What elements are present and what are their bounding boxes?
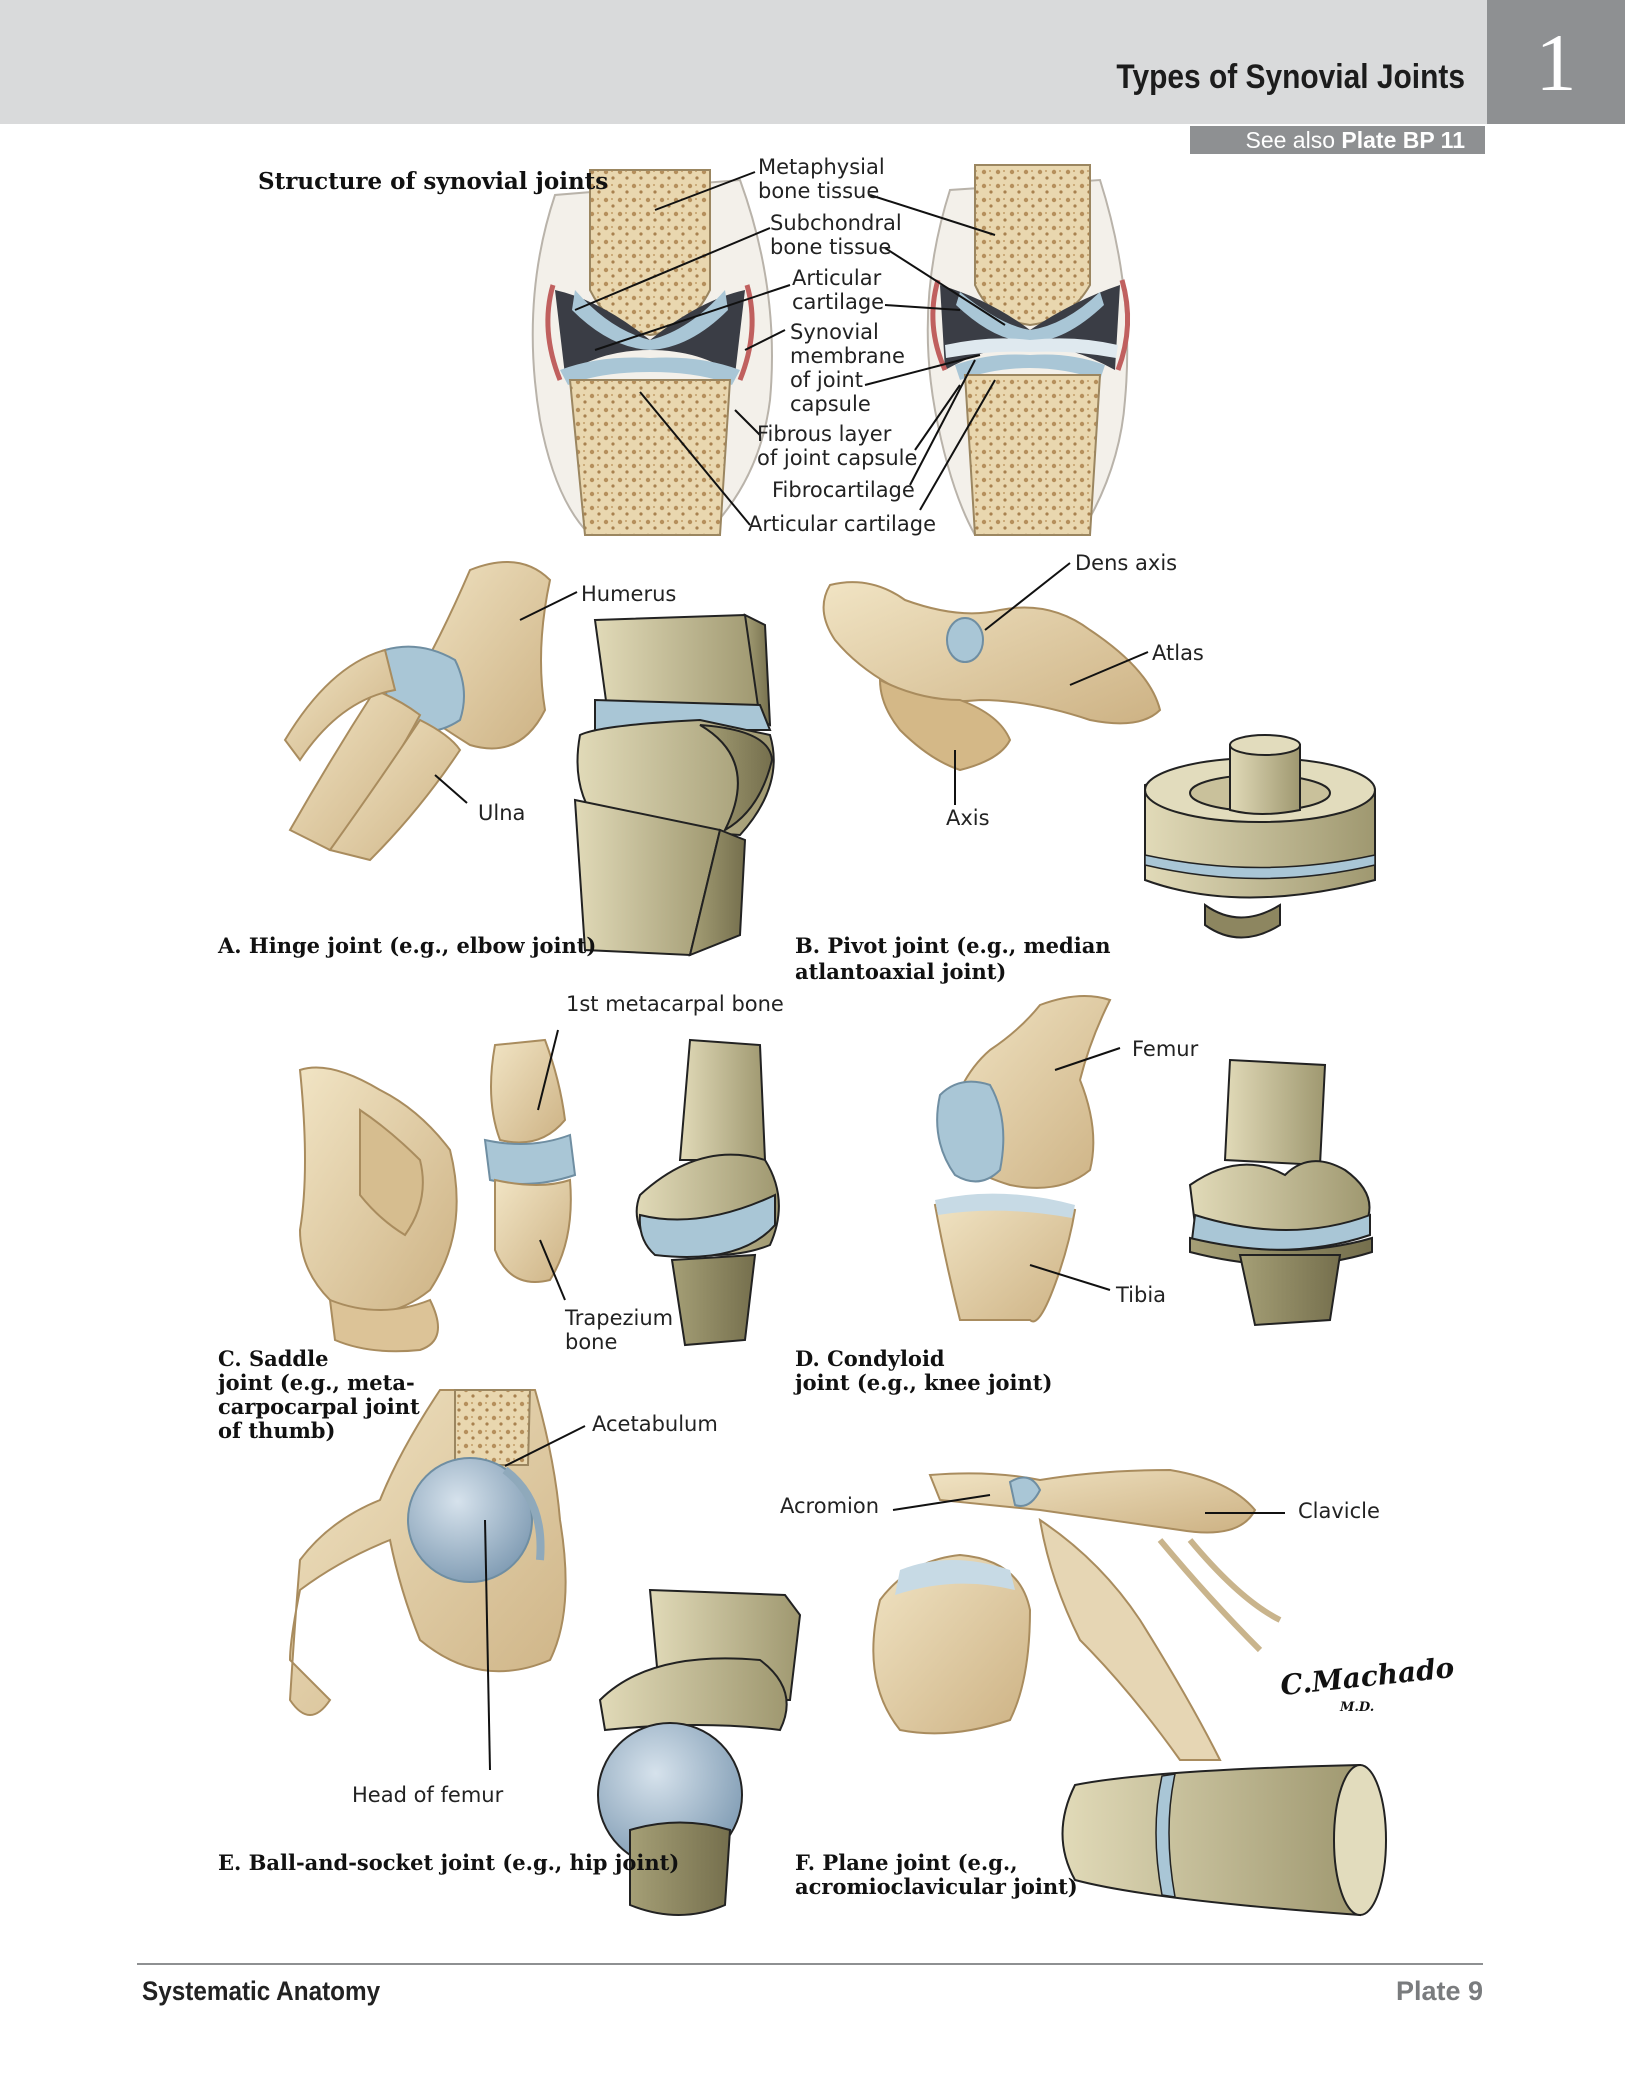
caption-saddle-2: joint (e.g., meta- bbox=[218, 1370, 415, 1395]
saddle-leaders bbox=[537, 1029, 566, 1301]
chapter-number: 1 bbox=[1535, 17, 1577, 108]
label-synovial-4: capsule bbox=[790, 392, 871, 416]
plane-leaders bbox=[892, 1494, 1285, 1514]
label-fibrocartilage: Fibrocartilage bbox=[772, 478, 915, 502]
artist-signature-suffix: M.D. bbox=[1340, 1700, 1375, 1715]
caption-saddle-4: of thumb) bbox=[218, 1418, 336, 1443]
label-acromion: Acromion bbox=[780, 1494, 880, 1518]
structure-leader-lines bbox=[574, 171, 1006, 526]
label-head-of-femur: Head of femur bbox=[352, 1783, 504, 1807]
label-fibrous-2: of joint capsule bbox=[757, 446, 918, 470]
label-articular-2: cartilage bbox=[792, 290, 885, 314]
hinge-model bbox=[573, 613, 775, 957]
caption-pivot-1: B. Pivot joint (e.g., median bbox=[795, 933, 1111, 958]
label-metaphysial-1: Metaphysial bbox=[758, 155, 885, 179]
pivot-atlas-axis-illustration bbox=[822, 581, 1162, 772]
condyloid-leaders bbox=[1029, 1047, 1121, 1291]
label-ulna: Ulna bbox=[478, 801, 526, 825]
synovial-structure-left bbox=[531, 169, 773, 536]
see-also-badge[interactable]: See also Plate BP 11 bbox=[1190, 126, 1485, 154]
caption-condyloid-1: D. Condyloid bbox=[795, 1346, 945, 1371]
page-title: Types of Synovial Joints bbox=[1116, 58, 1465, 96]
ball-socket-hip-illustration bbox=[288, 1389, 567, 1716]
label-acetabulum: Acetabulum bbox=[592, 1412, 718, 1436]
caption-hinge: A. Hinge joint (e.g., elbow joint) bbox=[218, 933, 597, 958]
footer-rule bbox=[137, 1963, 1483, 1965]
caption-saddle-3: carpocarpal joint bbox=[218, 1394, 420, 1419]
hinge-elbow-illustration bbox=[283, 561, 552, 862]
header-band bbox=[0, 0, 1625, 124]
caption-pivot-2: atlantoaxial joint) bbox=[795, 959, 1007, 984]
label-axis: Axis bbox=[946, 806, 990, 830]
label-synovial-2: membrane bbox=[790, 344, 905, 368]
synovial-structure-right bbox=[926, 164, 1131, 536]
see-also-prefix: See also bbox=[1245, 127, 1342, 153]
label-synovial-1: Synovial bbox=[790, 320, 879, 344]
label-atlas: Atlas bbox=[1152, 641, 1204, 665]
label-humerus: Humerus bbox=[581, 582, 677, 606]
label-tibia: Tibia bbox=[1116, 1283, 1167, 1307]
label-articular-1: Articular bbox=[792, 266, 882, 290]
footer-plate-number: Plate 9 bbox=[1395, 1976, 1483, 2006]
saddle-model bbox=[635, 1038, 780, 1347]
label-subchondral-2: bone tissue bbox=[770, 235, 892, 259]
pivot-leaders bbox=[954, 562, 1149, 805]
label-clavicle: Clavicle bbox=[1298, 1499, 1380, 1523]
condyloid-knee-illustration bbox=[933, 995, 1112, 1323]
saddle-thumb-illustration bbox=[298, 1038, 577, 1353]
label-trapezium-1: Trapezium bbox=[565, 1306, 674, 1330]
caption-plane-2: acromioclavicular joint) bbox=[795, 1874, 1078, 1899]
caption-ball-socket: E. Ball-and-socket joint (e.g., hip join… bbox=[218, 1850, 680, 1875]
label-subchondral-1: Subchondral bbox=[770, 211, 902, 235]
label-femur: Femur bbox=[1132, 1037, 1199, 1061]
label-1st-metacarpal: 1st metacarpal bone bbox=[566, 992, 784, 1016]
see-also-plate-link[interactable]: Plate BP 11 bbox=[1341, 127, 1465, 153]
caption-condyloid-2: joint (e.g., knee joint) bbox=[795, 1370, 1053, 1395]
label-metaphysial-2: bone tissue bbox=[758, 179, 880, 203]
label-dens-axis: Dens axis bbox=[1075, 551, 1178, 575]
plane-model bbox=[1061, 1763, 1387, 1917]
caption-plane-1: F. Plane joint (e.g., bbox=[795, 1850, 1018, 1875]
footer-section-title: Systematic Anatomy bbox=[142, 1976, 381, 2006]
label-synovial-3: of joint bbox=[790, 368, 863, 392]
ball-leaders bbox=[484, 1425, 586, 1771]
label-trapezium-2: bone bbox=[565, 1330, 618, 1354]
label-fibrous-1: Fibrous layer bbox=[757, 422, 892, 446]
ball-socket-model bbox=[597, 1588, 802, 1916]
condyloid-model bbox=[1188, 1058, 1373, 1327]
structure-title: Structure of synovial joints bbox=[258, 168, 609, 195]
pivot-model bbox=[1144, 734, 1376, 939]
caption-saddle-1: C. Saddle bbox=[218, 1346, 329, 1371]
plane-shoulder-illustration bbox=[872, 1468, 1282, 1761]
label-articular-cartilage-bottom: Articular cartilage bbox=[748, 512, 937, 536]
chapter-tab bbox=[1487, 0, 1625, 124]
hinge-leaders bbox=[434, 591, 578, 804]
